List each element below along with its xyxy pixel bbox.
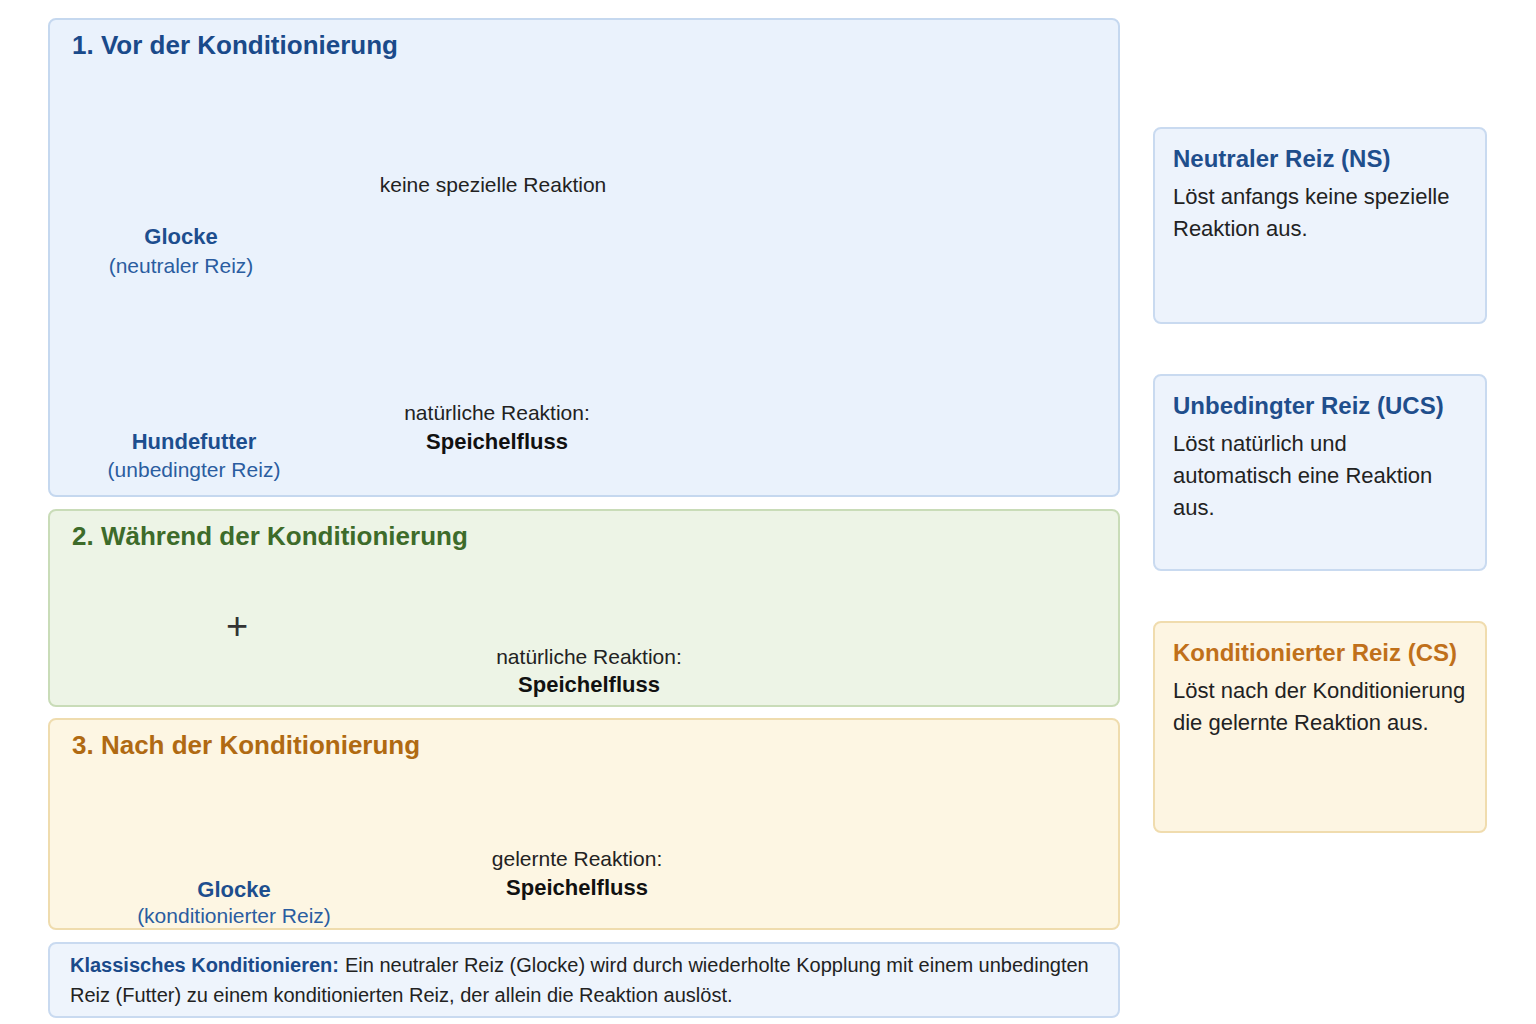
definition-box: Konditionierter Reiz (CS) Löst nach der K… (1153, 621, 1487, 833)
summary-box: Klassisches Konditionieren:Ein neutraler… (48, 942, 1120, 1018)
definition-title: Konditionierter Reiz (CS) (1173, 639, 1467, 667)
reaction-name: Speichelfluss (518, 672, 660, 698)
stimulus-type: (neutraler Reiz) (109, 253, 254, 278)
summary-heading: Klassisches Konditionieren: (70, 954, 339, 976)
definition-box: Neutraler Reiz (NS) Löst anfangs keine sp… (1153, 127, 1487, 324)
stimulus-type: (unbedingter Reiz) (108, 457, 281, 482)
definition-text: Löst anfangs keine spezielle Reaktion au… (1173, 181, 1467, 245)
reaction-label: natürliche Reaktion: (404, 400, 590, 425)
reaction-label: gelernte Reaktion: (492, 846, 662, 871)
stimulus-name: Glocke (144, 224, 217, 250)
plus-sign: + (226, 604, 248, 650)
definition-title: Neutraler Reiz (NS) (1173, 145, 1467, 173)
reaction-name: Speichelfluss (426, 429, 568, 455)
reaction-name: Speichelfluss (506, 875, 648, 901)
stage-heading: 3. Nach der Konditionierung (72, 730, 1096, 761)
definition-text: Löst nach der Konditionierung die gelern… (1173, 675, 1467, 739)
reaction-label: natürliche Reaktion: (496, 644, 682, 669)
reaction-label: keine spezielle Reaktion (380, 172, 606, 197)
stage-heading: 2. Während der Konditionierung (72, 521, 1096, 552)
stimulus-name: Hundefutter (132, 429, 257, 455)
definition-text: Löst natürlich und automatisch eine Reak… (1173, 428, 1467, 524)
definition-title: Unbedingter Reiz (UCS) (1173, 392, 1467, 420)
stimulus-name: Glocke (197, 877, 270, 903)
stage-heading: 1. Vor der Konditionierung (72, 30, 1096, 61)
definition-box: Unbedingter Reiz (UCS) Löst natürlich und… (1153, 374, 1487, 571)
stimulus-type: (konditionierter Reiz) (137, 903, 331, 928)
